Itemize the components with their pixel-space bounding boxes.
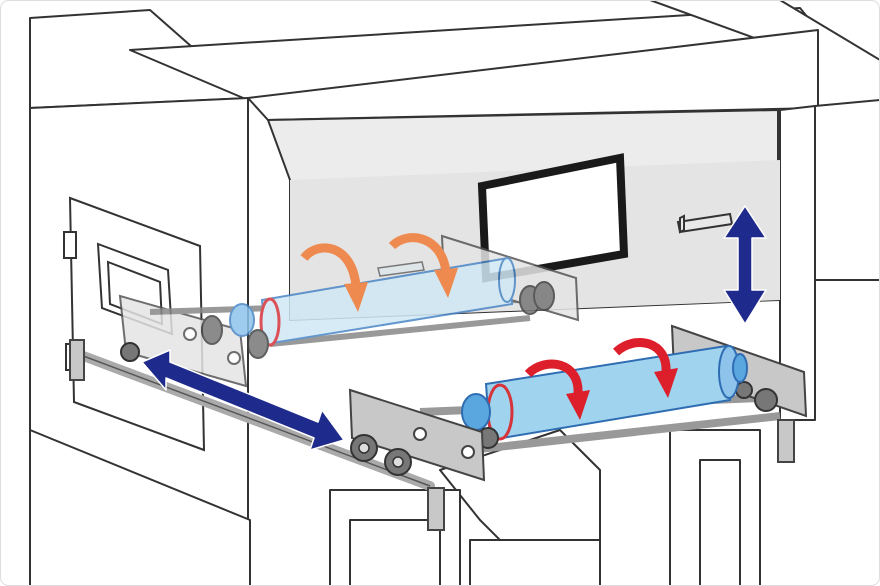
bearing-inner bbox=[392, 456, 404, 468]
bolt bbox=[461, 445, 475, 459]
bearing bbox=[754, 388, 778, 412]
rail-bearing bbox=[120, 342, 140, 362]
ghost-bearing bbox=[533, 281, 555, 311]
vertical-arrow-shape bbox=[723, 205, 767, 325]
rail-end-bracket bbox=[69, 339, 85, 381]
housing-lower-right-2 bbox=[699, 459, 741, 586]
roller-right-journal bbox=[732, 353, 748, 383]
bearing-inner bbox=[358, 442, 370, 454]
rotation-arrowhead bbox=[566, 390, 590, 420]
housing-lower-left bbox=[29, 429, 251, 586]
rotation-arrow-ghost bbox=[388, 233, 451, 273]
right-bracket bbox=[777, 419, 795, 463]
rod bbox=[469, 412, 781, 454]
ghost-roller-right-cap bbox=[498, 257, 516, 303]
housing-right-side bbox=[814, 99, 880, 281]
ghost-tray bbox=[377, 261, 425, 277]
ghost-bolt bbox=[183, 327, 197, 341]
rail-bar-outline bbox=[77, 353, 431, 487]
ghost-bearing bbox=[247, 329, 269, 359]
control-window bbox=[477, 153, 629, 283]
rotation-arrowhead-ghost bbox=[344, 282, 368, 312]
ghost-rod bbox=[269, 315, 531, 347]
horizontal-arrow-shape bbox=[141, 349, 345, 451]
roller-assembly-extended bbox=[348, 324, 808, 531]
bolt bbox=[413, 427, 427, 441]
handle bbox=[676, 212, 734, 234]
vertical-double-arrow bbox=[723, 205, 767, 325]
ghost-roller-cap bbox=[229, 303, 255, 337]
rotation-arrow bbox=[612, 338, 671, 373]
support-post-inner bbox=[349, 519, 441, 586]
hopper-base bbox=[469, 539, 601, 586]
rotation-arrowhead-ghost bbox=[434, 268, 458, 298]
ghost-bolt bbox=[227, 351, 241, 365]
ghost-bearing bbox=[201, 315, 223, 345]
rotation-arrows bbox=[300, 233, 678, 420]
ghost-left-plate bbox=[118, 294, 248, 388]
left-bracket bbox=[427, 487, 445, 531]
rotation-arrow bbox=[524, 359, 583, 395]
roller-left-cap bbox=[461, 393, 491, 431]
rotation-arrow-ghost bbox=[300, 243, 361, 287]
rotation-arrowhead bbox=[654, 368, 678, 398]
horizontal-double-arrow bbox=[141, 349, 345, 451]
lower-rail bbox=[69, 339, 435, 491]
housing-right-pillar bbox=[779, 105, 816, 421]
